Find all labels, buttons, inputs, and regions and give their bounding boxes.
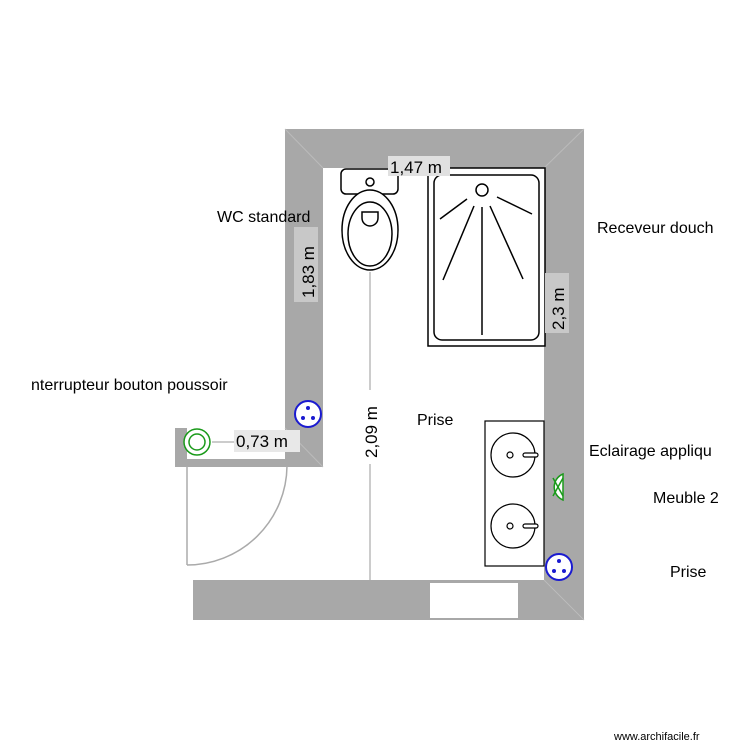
label-shower: Receveur douch — [597, 220, 714, 237]
dim-bg — [545, 273, 569, 333]
dimension-top: 1,47 m — [390, 158, 442, 177]
vanity-cabinet-icon[interactable] — [484, 420, 545, 567]
dimension-middle-label: 2,09 m — [362, 406, 381, 458]
shower-tray-icon[interactable] — [427, 167, 546, 347]
push-button-switch-icon[interactable] — [183, 428, 211, 456]
door[interactable] — [186, 465, 288, 566]
dimension-right: 2,3 m — [549, 287, 568, 330]
label-light: Eclairage appliqu — [589, 443, 712, 460]
label-wc: WC standard — [217, 209, 310, 226]
label-switch: nterrupteur bouton poussoir — [31, 377, 228, 394]
label-cabinet: Meuble 2 — [653, 490, 719, 507]
wc-icon[interactable] — [340, 168, 399, 271]
dimension-left: 1,83 m — [299, 246, 318, 298]
wall-right — [544, 129, 584, 620]
label-outlet-2: Prise — [670, 564, 707, 581]
wall-bottom — [193, 580, 584, 620]
outlet-icon-1[interactable] — [294, 400, 322, 428]
dim-bg — [294, 227, 318, 302]
wall-light-icon[interactable] — [552, 472, 564, 502]
label-outlet-1: Prise — [417, 412, 454, 429]
footer-watermark: www.archifacile.fr — [613, 731, 700, 743]
window — [430, 583, 518, 618]
dimension-door: 0,73 m — [236, 432, 288, 451]
outlet-icon-2[interactable] — [545, 553, 573, 581]
dim-bg — [234, 430, 300, 452]
dim-bg — [388, 156, 450, 176]
